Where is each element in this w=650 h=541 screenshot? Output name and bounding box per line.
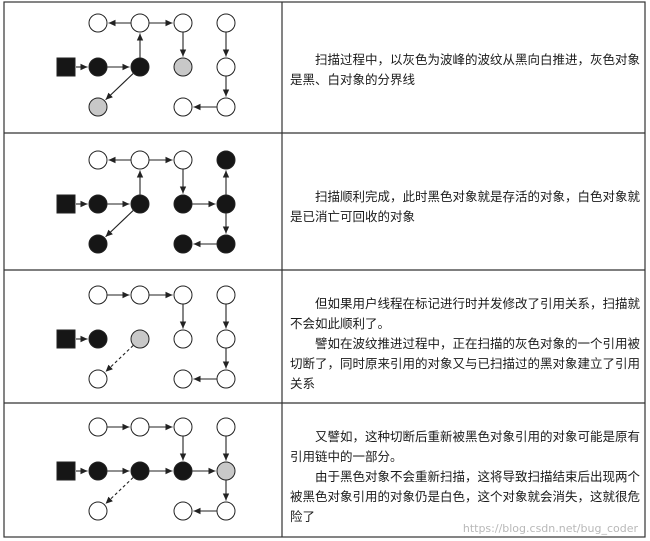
black-object-node-b0 [88,234,108,254]
white-object-node-t1 [88,13,108,33]
black-object-node-m4 [216,194,236,214]
white-object-node-t2 [130,417,150,437]
gray-object-node-m2 [130,329,150,349]
row-4-paragraph-2: 由于黑色对象不会重新扫描，这将导致扫描结束后出现两个被黑色对象引用的对象仍是白色… [290,469,641,524]
white-object-node-t2 [130,285,150,305]
white-object-node-t2 [130,13,150,33]
white-object-node-t1 [88,417,108,437]
black-object-node-b3 [173,234,193,254]
white-object-node-m3 [173,329,193,349]
white-object-node-t4 [216,417,236,437]
graph-row-2 [56,150,236,254]
graph-row-4 [56,417,236,521]
black-object-node-m3 [173,461,193,481]
row-1-description: 扫描过程中，以灰色为波峰的波纹从黑向白推进，灰色对象是黑、白对象的分界线 [290,50,642,90]
watermark: https://blog.csdn.net/bug_coder [462,522,638,535]
white-object-node-m4 [216,329,236,349]
gc-root-square [56,57,76,77]
black-object-node-m3 [173,194,193,214]
reference-arrow-m2-b0 [105,210,134,238]
white-object-node-b0 [88,501,108,521]
row-2-description: 扫描顺利完成，此时黑色对象就是存活的对象，白色对象就是已消亡可回收的对象 [290,187,642,227]
black-object-node-m2 [130,461,150,481]
white-object-node-t2 [130,150,150,170]
white-object-node-t1 [88,285,108,305]
graph-row-3 [56,285,236,389]
row-3-description: 但如果用户线程在标记进行时并发修改了引用关系，扫描就不会如此顺利了。譬如在波纹推… [290,294,642,394]
black-object-node-m1 [88,329,108,349]
row-3-paragraph-2: 譬如在波纹推进过程中，正在扫描的灰色对象的一个引用被切断了，同时原来引用的对象又… [290,336,641,391]
row-4-description: 又譬如，这种切断后重新被黑色对象引用的对象可能是原有引用链中的一部分。由于黑色对… [290,427,642,527]
white-object-node-t3 [173,417,193,437]
white-object-node-m4 [216,57,236,77]
white-object-node-b3 [173,501,193,521]
white-object-node-t1 [88,150,108,170]
black-object-node-m1 [88,57,108,77]
white-object-node-t3 [173,285,193,305]
gc-root-square [56,461,76,481]
black-object-node-m2 [130,57,150,77]
black-object-node-b4 [216,234,236,254]
dashed-reference-arrow-m2-b0 [105,477,134,505]
row-1-paragraph-1: 扫描过程中，以灰色为波峰的波纹从黑向白推进，灰色对象是黑、白对象的分界线 [290,52,641,87]
dashed-reference-arrow-m2-b0 [105,345,134,373]
black-object-node-t4 [216,150,236,170]
gray-object-node-m3 [173,57,193,77]
reference-arrow-m2-b0 [105,73,134,101]
gray-object-node-b0 [88,97,108,117]
white-object-node-b0 [88,369,108,389]
gc-root-square [56,329,76,349]
white-object-node-t3 [173,13,193,33]
black-object-node-m1 [88,194,108,214]
white-object-node-b4 [216,369,236,389]
white-object-node-b4 [216,501,236,521]
row-4-paragraph-1: 又譬如，这种切断后重新被黑色对象引用的对象可能是原有引用链中的一部分。 [290,429,641,464]
white-object-node-b4 [216,97,236,117]
row-2-paragraph-1: 扫描顺利完成，此时黑色对象就是存活的对象，白色对象就是已消亡可回收的对象 [290,189,641,224]
white-object-node-b3 [173,97,193,117]
white-object-node-t4 [216,13,236,33]
black-object-node-m1 [88,461,108,481]
row-3-paragraph-1: 但如果用户线程在标记进行时并发修改了引用关系，扫描就不会如此顺利了。 [290,296,641,331]
white-object-node-t4 [216,285,236,305]
gray-object-node-m4 [216,461,236,481]
gc-root-square [56,194,76,214]
white-object-node-t3 [173,150,193,170]
white-object-node-b3 [173,369,193,389]
black-object-node-m2 [130,194,150,214]
graph-row-1 [56,13,236,117]
